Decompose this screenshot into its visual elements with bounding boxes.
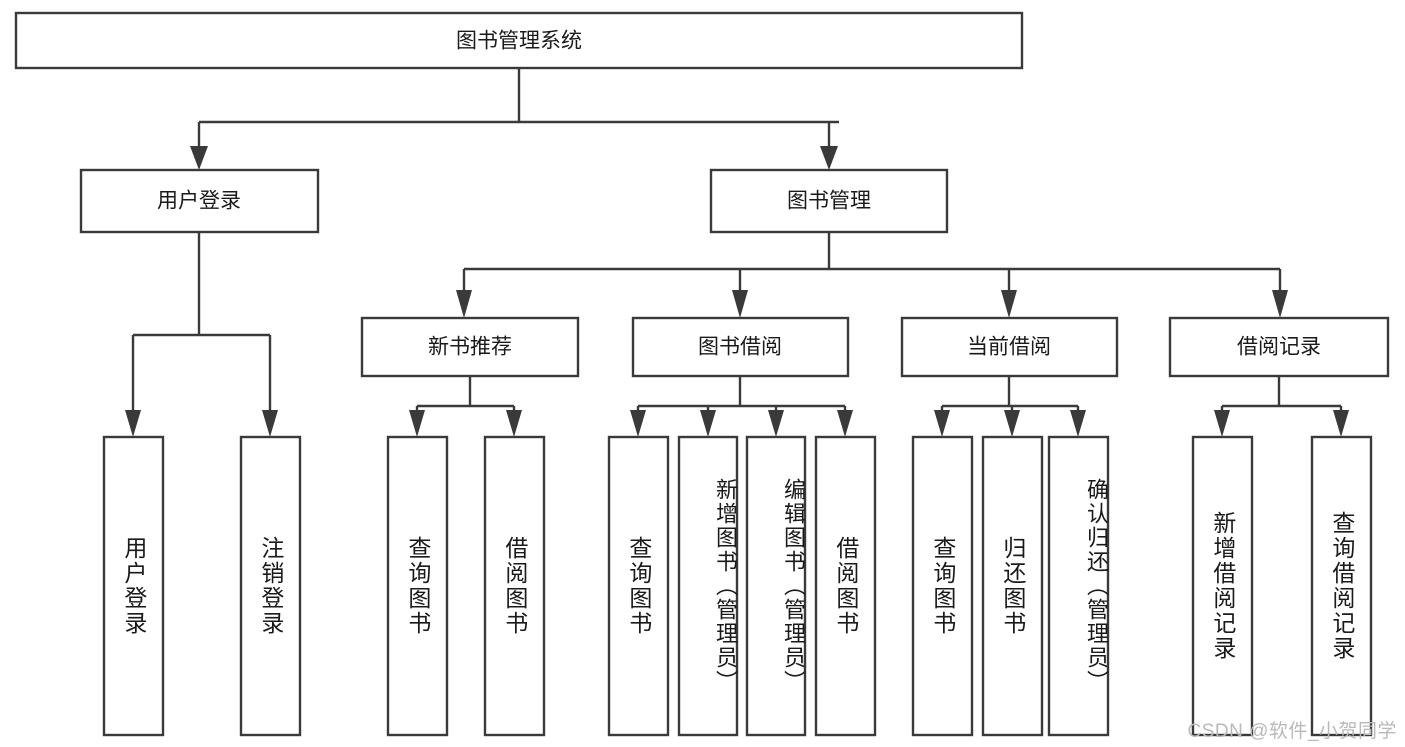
node-current-box[interactable] xyxy=(900,316,1119,378)
node-leaf-user-login-box[interactable] xyxy=(102,435,165,737)
node-record[interactable]: 借阅记录 xyxy=(1168,316,1390,378)
csdn-watermark: CSDN @软件_小贺同学 xyxy=(1187,721,1397,742)
node-record-box[interactable] xyxy=(1168,316,1390,378)
arrowhead-leaf-logout xyxy=(262,410,278,437)
arrowhead-leaf-newbook-borrow xyxy=(506,410,522,437)
arrowhead-login xyxy=(190,146,208,170)
node-leaf-borrow-add-box[interactable] xyxy=(677,435,739,737)
arrowhead-leaf-record-add xyxy=(1214,410,1230,437)
node-bookmgmt-box[interactable] xyxy=(709,168,949,234)
arrowhead-current xyxy=(1001,290,1017,318)
node-leaf-newbook-query-box[interactable] xyxy=(386,435,449,737)
arrowhead-leaf-borrow-add xyxy=(700,410,716,437)
arrowhead-leaf-borrow-lend xyxy=(837,410,853,437)
node-borrow-box[interactable] xyxy=(631,316,850,378)
node-newbook[interactable]: 新书推荐 xyxy=(360,316,580,378)
node-leaf-current-confirm-box[interactable] xyxy=(1047,435,1110,737)
node-login[interactable]: 用户登录 xyxy=(79,168,320,234)
arrowhead-leaf-user-login xyxy=(125,410,141,437)
arrowhead-leaf-current-return xyxy=(1004,410,1020,437)
node-leaf-current-query-box[interactable] xyxy=(911,435,974,737)
node-leaf-newbook-borrow-box[interactable] xyxy=(483,435,546,737)
node-current-label: 当前借阅 xyxy=(967,336,1051,359)
arrowhead-leaf-current-query xyxy=(934,410,950,437)
node-leaf-record-add-box[interactable] xyxy=(1191,435,1254,737)
node-newbook-label: 新书推荐 xyxy=(428,336,512,359)
arrowhead-leaf-record-query xyxy=(1333,410,1349,437)
node-leaf-borrow-query-box[interactable] xyxy=(607,435,670,737)
connector-layer xyxy=(125,68,1349,437)
node-leaf-current-return-box[interactable] xyxy=(981,435,1044,737)
node-current[interactable]: 当前借阅 xyxy=(900,316,1119,378)
arrowhead-leaf-current-confirm xyxy=(1070,410,1086,437)
node-root[interactable]: 图书管理系统 xyxy=(14,11,1024,70)
node-newbook-box[interactable] xyxy=(360,316,580,378)
arrowhead-newbook xyxy=(456,290,472,318)
node-root-box[interactable] xyxy=(14,11,1024,70)
node-bookmgmt[interactable]: 图书管理 xyxy=(709,168,949,234)
arrowhead-leaf-borrow-query xyxy=(630,410,646,437)
arrowhead-borrow xyxy=(732,290,748,318)
node-borrow-label: 图书借阅 xyxy=(698,336,782,359)
arrowhead-bookmgmt xyxy=(820,146,838,170)
arrowhead-record xyxy=(1272,290,1288,318)
node-record-label: 借阅记录 xyxy=(1237,336,1321,359)
node-leaf-record-query-box[interactable] xyxy=(1310,435,1373,737)
arrowhead-leaf-borrow-edit xyxy=(768,410,784,437)
node-leaf-borrow-lend-box[interactable] xyxy=(814,435,877,737)
node-login-label: 用户登录 xyxy=(157,190,241,213)
node-login-box[interactable] xyxy=(79,168,320,234)
node-root-label: 图书管理系统 xyxy=(456,30,582,53)
arrowhead-leaf-newbook-query xyxy=(409,410,425,437)
node-borrow[interactable]: 图书借阅 xyxy=(631,316,850,378)
node-bookmgmt-label: 图书管理 xyxy=(787,190,871,213)
node-leaf-logout-box[interactable] xyxy=(239,435,302,737)
node-leaf-borrow-edit-box[interactable] xyxy=(745,435,807,737)
